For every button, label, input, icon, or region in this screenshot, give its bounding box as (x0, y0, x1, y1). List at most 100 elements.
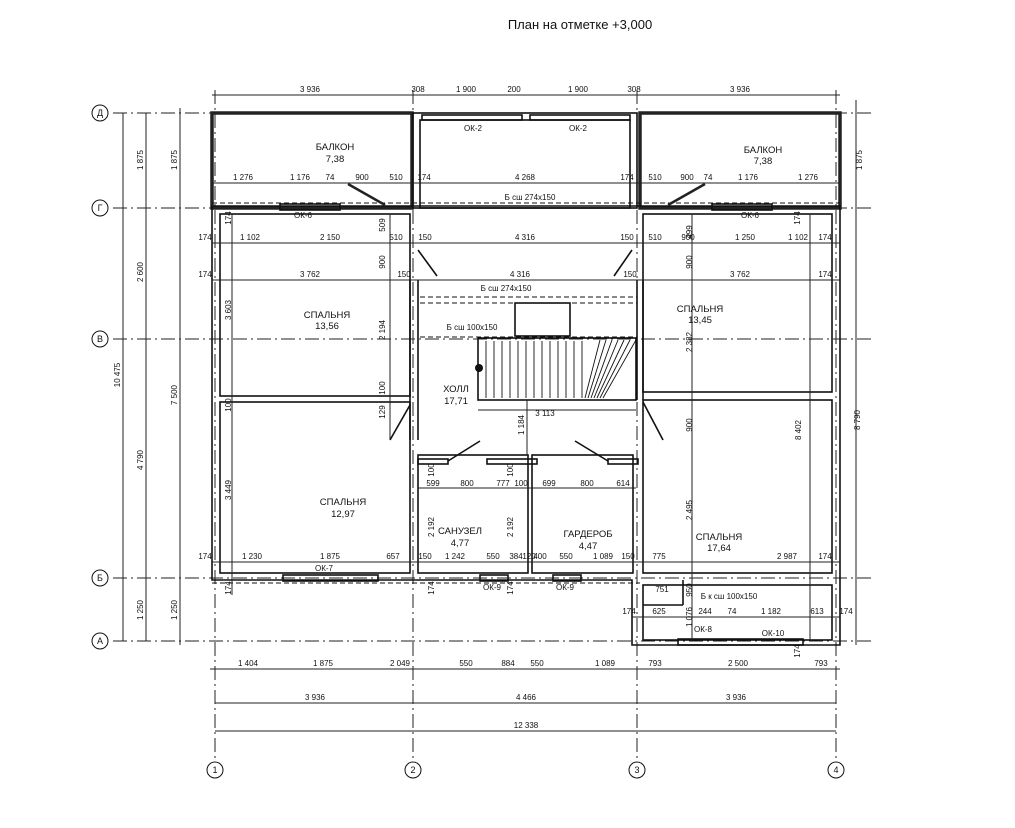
partition (417, 458, 449, 465)
dimension-value: 308 (627, 85, 641, 94)
balcony-right-parapet (638, 111, 842, 210)
dimension-value: 1 182 (761, 607, 782, 616)
dimension-value: 900 (685, 255, 694, 269)
room-area: 13,45 (688, 315, 712, 326)
room-name: БАЛКОН (316, 142, 355, 153)
dimension-value: 1 230 (242, 552, 263, 561)
dimension-value: 174 (793, 644, 802, 658)
dimension-value: 174 (818, 233, 832, 242)
door (642, 401, 664, 441)
beam-mark: Б сш 100x150 (447, 323, 498, 332)
dimension-value: 950 (685, 583, 694, 597)
dimension-value: 1 276 (233, 173, 254, 182)
door (667, 182, 706, 207)
dimension-value: 200 (507, 85, 521, 94)
dimension-value: 2 194 (378, 319, 387, 340)
room-bay (642, 584, 833, 641)
dimension-value: 8 402 (794, 419, 803, 440)
dimension-value: 4 268 (515, 173, 536, 182)
stair-winder (596, 339, 625, 399)
dimension-value: 2 500 (728, 659, 749, 668)
axis-lines (113, 90, 875, 758)
chimney (514, 302, 571, 337)
dimension-value: 800 (580, 479, 594, 488)
dimension-value: 2 150 (320, 233, 341, 242)
room-wardrobe (531, 454, 634, 574)
room-name: СПАЛЬНЯ (677, 304, 724, 315)
dimension-value: 2 495 (685, 499, 694, 520)
room-name: СПАЛЬНЯ (304, 310, 351, 321)
dimension-value: 1 102 (788, 233, 809, 242)
room-area: 13,56 (315, 321, 339, 332)
axis-label: 4 (833, 765, 838, 775)
dimension-value: 3 936 (305, 693, 326, 702)
door (613, 249, 633, 277)
dimension-value: 499 (685, 225, 694, 239)
window (677, 638, 804, 646)
dimension-value: 599 (426, 479, 440, 488)
dimension-value: 550 (459, 659, 473, 668)
axis-bubbles: Д Г В Б А 1 2 3 4 (91, 104, 845, 779)
dimension-value: 100 (514, 479, 528, 488)
dimension-value: 74 (728, 607, 737, 616)
window (711, 203, 773, 211)
dimension-value: 2 192 (427, 516, 436, 537)
axis-bubble (827, 761, 845, 779)
dimension-value: 8 790 (853, 409, 862, 430)
dimension-value: 613 (810, 607, 824, 616)
dimension-value: 900 (681, 233, 695, 242)
axis-bubble (628, 761, 646, 779)
dimension-value: 100 (427, 463, 436, 477)
dimension-value: 793 (814, 659, 828, 668)
dimension-value: 174 (198, 270, 212, 279)
room-area: 12,97 (331, 509, 355, 520)
dimension-value: 2 600 (136, 261, 145, 282)
dimension-value: 174 (506, 581, 515, 595)
room-area: 4,47 (579, 541, 598, 552)
dimension-value: 3 936 (726, 693, 747, 702)
beam-mark: Б сш 274x150 (505, 193, 556, 202)
dimension-value: 1 176 (290, 173, 311, 182)
partition (486, 458, 538, 465)
dimension-value: 3 936 (730, 85, 751, 94)
dimension-value: 174 (622, 607, 636, 616)
dimension-value: 1 250 (170, 599, 179, 620)
stair-start-dot (475, 364, 483, 372)
stair-winder (593, 339, 619, 399)
room-area: 7,38 (754, 156, 773, 167)
dimension-value: 550 (530, 659, 544, 668)
room-name: САНУЗЕЛ (438, 526, 482, 537)
door (447, 440, 481, 462)
dimension-value: 900 (685, 418, 694, 432)
dimension-value: 12 338 (514, 721, 539, 730)
dimension-value: 1 900 (568, 85, 589, 94)
dimension-value: 2 382 (685, 331, 694, 352)
dimension-value: 100 (224, 398, 233, 412)
stair-winder (590, 339, 613, 399)
dimension-value: 614 (616, 479, 630, 488)
dimension-value: 777 (496, 479, 510, 488)
window-mark: ОК-9 (483, 583, 502, 592)
dimension-value: 308 (411, 85, 425, 94)
axis-label: 2 (410, 765, 415, 775)
room-name: ГАРДЕРОБ (563, 529, 612, 540)
dimension-value: 74 (326, 173, 335, 182)
dimension-value: 1 176 (738, 173, 759, 182)
beam-mark: Б к сш 100x150 (701, 592, 758, 601)
room-bedroom-3 (219, 401, 411, 574)
balcony-left-parapet (210, 111, 414, 210)
dimension-value: 244 (698, 607, 712, 616)
dimension-value: 3 762 (730, 270, 751, 279)
room-area: 17,71 (444, 396, 468, 407)
room-name: СПАЛЬНЯ (696, 532, 743, 543)
dimension-value: 174 (198, 552, 212, 561)
door (347, 182, 386, 207)
window (421, 114, 523, 121)
axis-label: 1 (212, 765, 217, 775)
dimension-value: 751 (655, 585, 669, 594)
window (552, 574, 582, 582)
staircase (475, 337, 637, 455)
dimension-value: 800 (460, 479, 474, 488)
